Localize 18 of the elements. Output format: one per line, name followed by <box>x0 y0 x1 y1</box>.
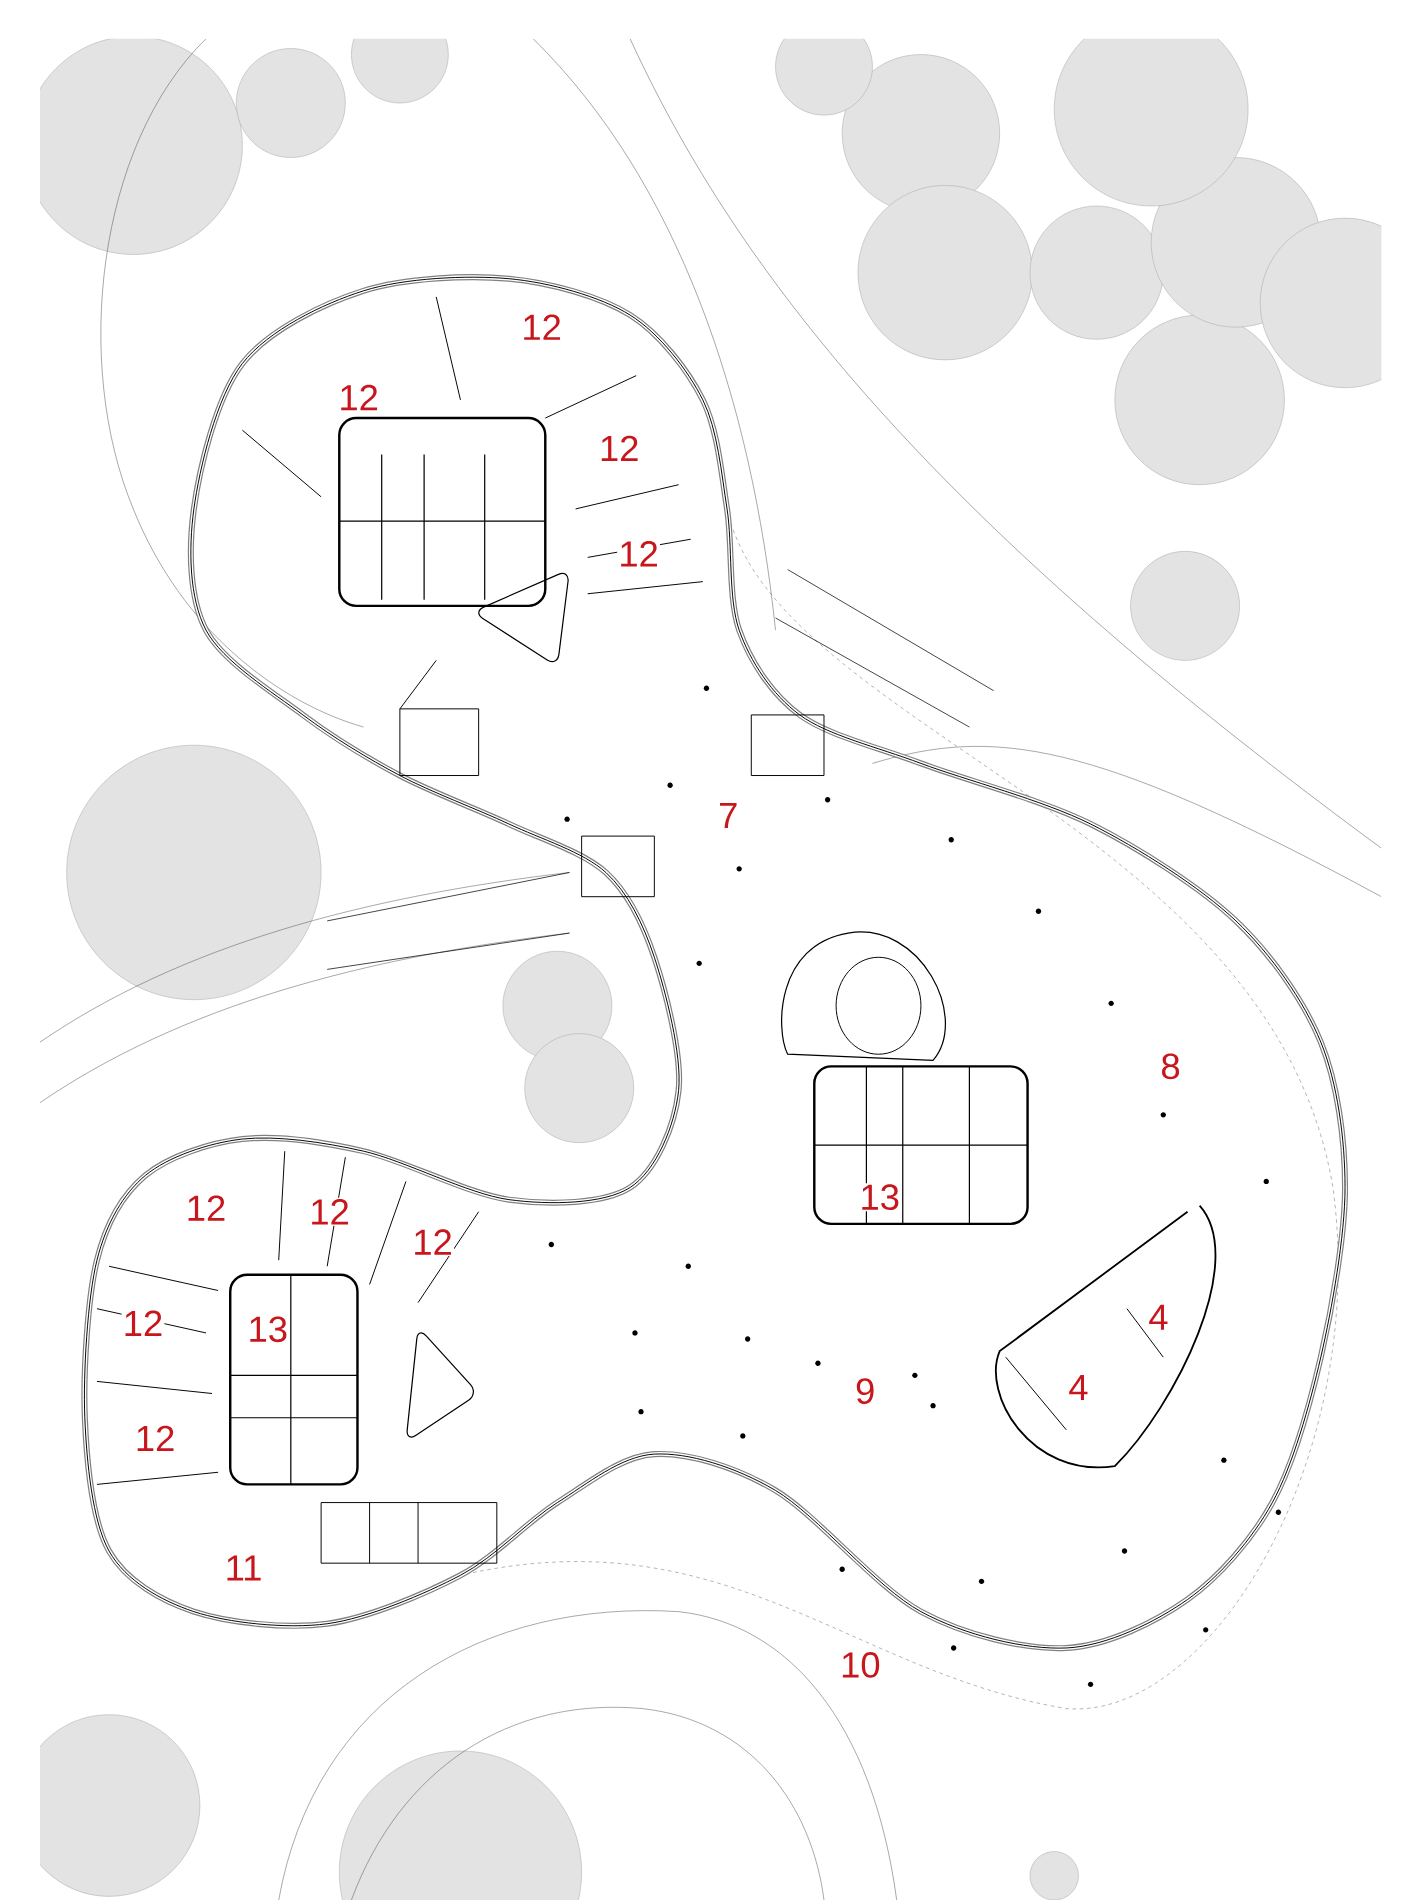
callout-number: 12 <box>617 539 661 568</box>
callout-number: 13 <box>246 1315 290 1344</box>
callout-number: 12 <box>411 1228 455 1256</box>
callout-number: 9 <box>854 1377 877 1406</box>
callout-number: 4 <box>1067 1373 1090 1402</box>
callout-number: 12 <box>598 434 641 463</box>
callout-number: 12 <box>121 1309 165 1338</box>
callout-number: 11 <box>223 1554 264 1582</box>
callout-number: 12 <box>308 1197 352 1226</box>
callout-number: 12 <box>520 313 564 342</box>
callout-number: 8 <box>1159 1052 1183 1081</box>
callout-number: 12 <box>184 1194 228 1222</box>
callout-number: 13 <box>858 1183 902 1212</box>
callout-number: 10 <box>839 1650 882 1680</box>
callout-number: 4 <box>1147 1303 1170 1331</box>
callout-number: 7 <box>717 801 740 830</box>
callout-number: 12 <box>337 383 381 412</box>
callout-number: 12 <box>133 1424 177 1453</box>
